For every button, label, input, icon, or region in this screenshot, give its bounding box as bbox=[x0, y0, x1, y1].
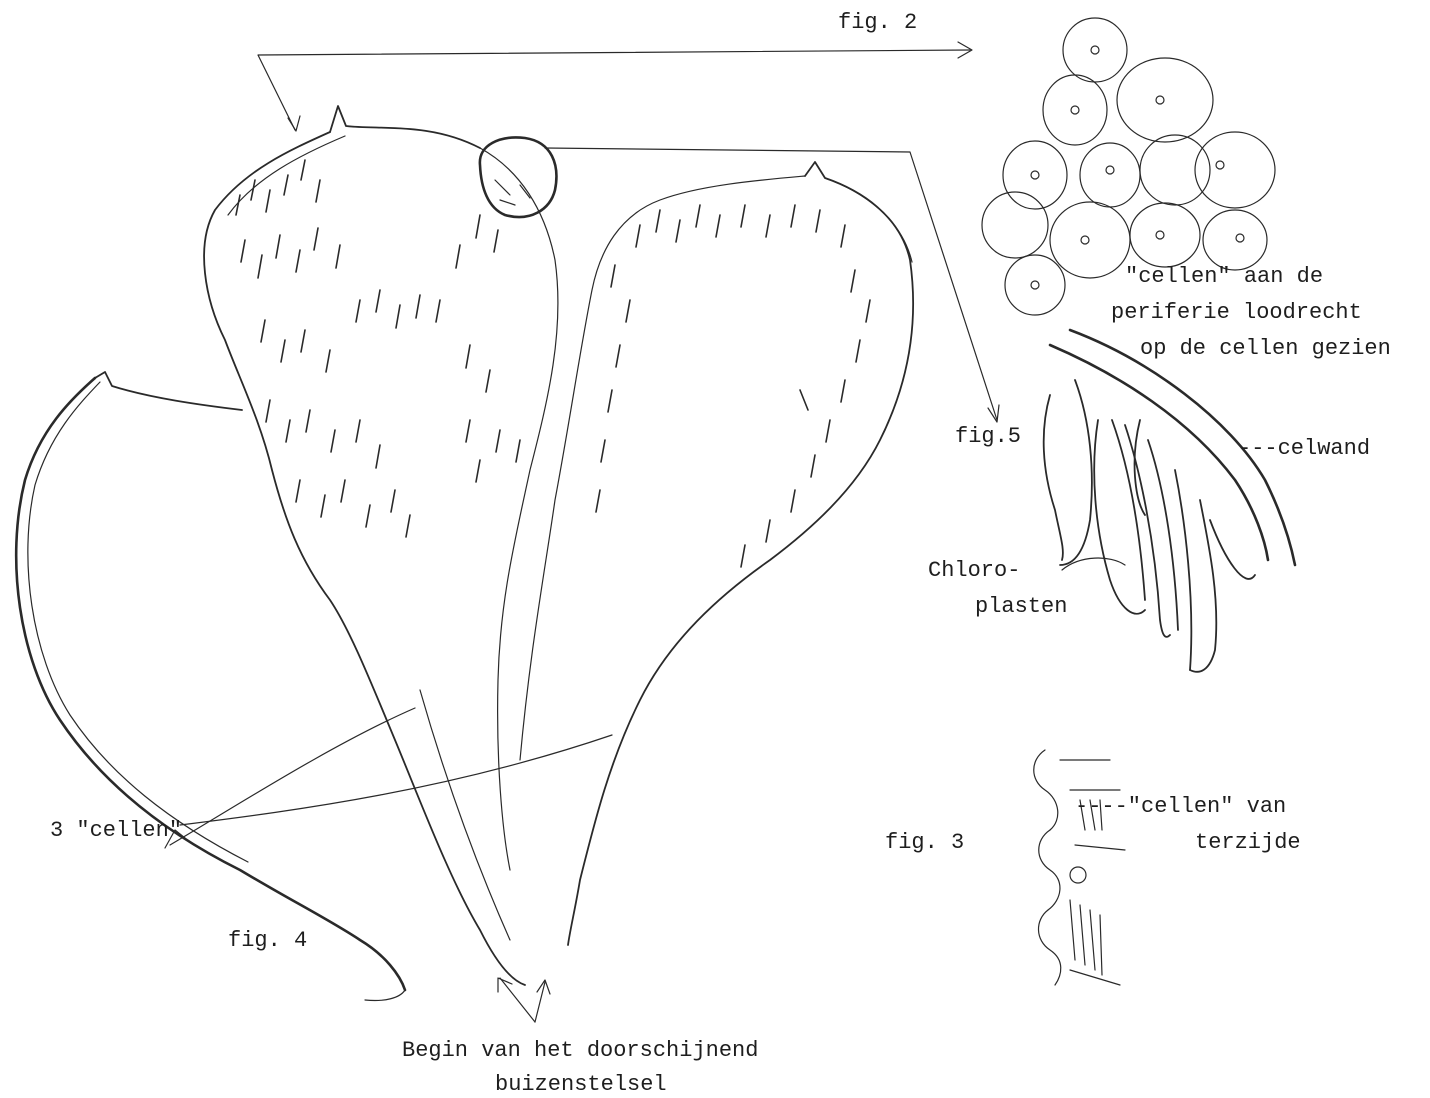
middle-cell-hatching bbox=[236, 160, 520, 537]
tube-system-caption-line2: buizenstelsel bbox=[495, 1074, 667, 1096]
fig5-label: fig.5 bbox=[955, 426, 1021, 448]
fig4-label: fig. 4 bbox=[228, 930, 307, 952]
fig3-label: fig. 3 bbox=[885, 832, 964, 854]
cells-periphery-caption-line2: periferie loodrecht bbox=[1111, 302, 1362, 324]
chloroplasts-label-line1: Chloro- bbox=[928, 560, 1020, 582]
three-cells-label: 3 "cellen" bbox=[50, 820, 182, 842]
top-cell-bulge bbox=[480, 137, 557, 217]
fig2-pointer-arrow bbox=[258, 42, 972, 131]
right-cell-hatching bbox=[596, 205, 870, 567]
celwand-label: ---celwand bbox=[1238, 438, 1370, 460]
chloroplasts-label-line2: plasten bbox=[975, 596, 1067, 618]
cells-periphery-caption-line1: "cellen" aan de bbox=[1125, 266, 1323, 288]
side-cells-label-line1: ----"cellen" van bbox=[1075, 796, 1286, 818]
fig4-right-cell bbox=[520, 162, 913, 945]
fig4-pointer-lines bbox=[165, 708, 612, 848]
cells-periphery-caption-line3: op de cellen gezien bbox=[1140, 338, 1391, 360]
fig3-side-sketch bbox=[1034, 750, 1125, 985]
fig4-middle-cell bbox=[204, 106, 558, 985]
fig2-label: fig. 2 bbox=[838, 12, 917, 34]
fig5-chloroplasts bbox=[1044, 380, 1255, 672]
fig4-left-cell bbox=[16, 372, 405, 1001]
side-cells-label-line2: terzijde bbox=[1195, 832, 1301, 854]
fig5-pointer-arrow bbox=[545, 148, 999, 422]
tube-system-caption-line1: Begin van het doorschijnend bbox=[402, 1040, 758, 1062]
